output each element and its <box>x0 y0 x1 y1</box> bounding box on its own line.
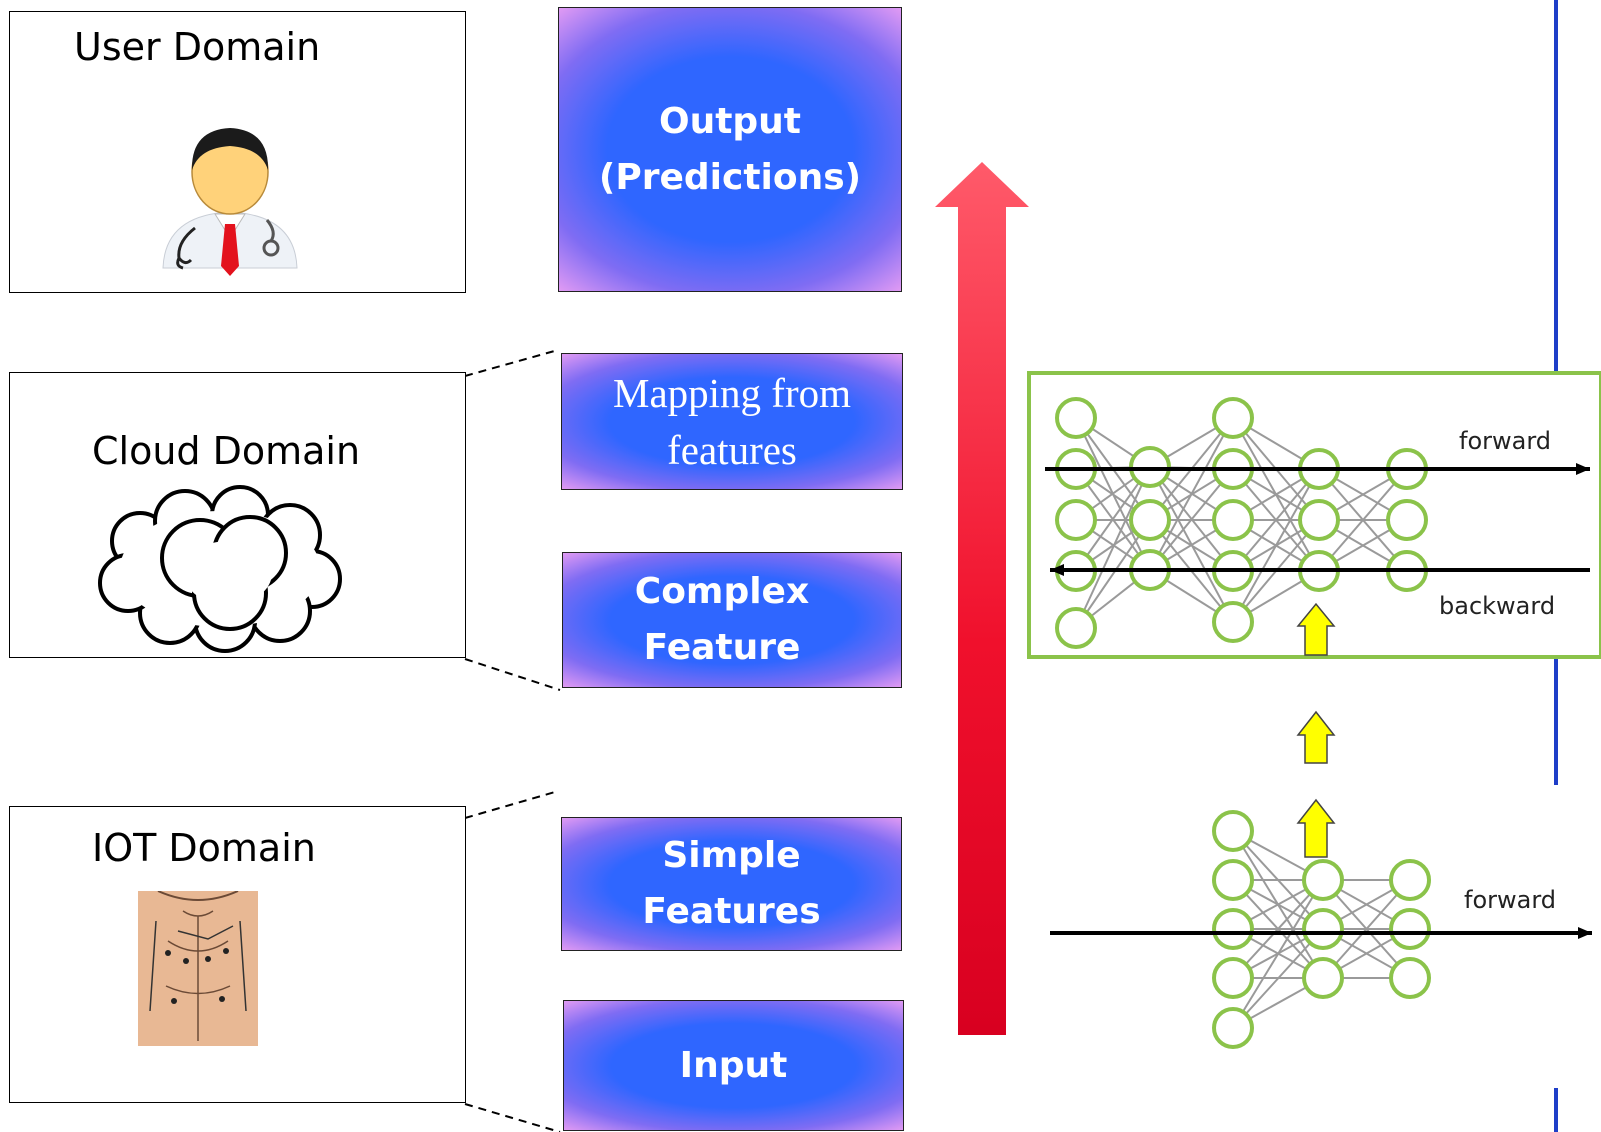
iot-domain-box: IOT Domain <box>9 806 466 1103</box>
complex-feature-stage-label: Complex Feature <box>634 571 810 668</box>
cloud-domain-title: Cloud Domain <box>92 429 361 473</box>
cloud-backward-label: backward <box>1439 592 1556 620</box>
network-node <box>1389 908 1431 950</box>
up-arrow-icon <box>1296 710 1336 764</box>
network-edge <box>1232 928 1324 1029</box>
arrowhead <box>1578 927 1592 939</box>
network-edge <box>1075 519 1151 629</box>
network-node <box>1212 957 1254 999</box>
network-node <box>1389 957 1431 999</box>
complex-feature-stage-box: Complex Feature <box>562 552 902 688</box>
simple-features-stage-label: Simple Features <box>642 835 821 932</box>
network-node <box>1055 397 1097 439</box>
network-edge <box>1149 417 1234 571</box>
output-stage-box: Output (Predictions) <box>558 7 902 292</box>
network-node <box>1386 499 1428 541</box>
up-arrow-icon <box>1296 602 1336 656</box>
doctor-icon <box>162 128 298 276</box>
network-node <box>1212 859 1254 901</box>
network-edge <box>1322 879 1411 979</box>
simple-features-stage-box: Simple Features <box>561 817 902 951</box>
network-node <box>1055 607 1097 649</box>
arrowhead <box>1050 564 1064 576</box>
network-node <box>1389 859 1431 901</box>
mapping-stage-label: Mapping from features <box>613 369 851 473</box>
input-stage-box: Input <box>563 1000 904 1131</box>
output-stage-label: Output (Predictions) <box>598 100 862 198</box>
network-edge <box>1149 468 1234 571</box>
network-node <box>1302 908 1344 950</box>
network-node <box>1129 499 1171 541</box>
network-node <box>1212 908 1254 950</box>
network-node <box>1055 499 1097 541</box>
network-node <box>1302 859 1344 901</box>
network-node <box>1212 499 1254 541</box>
dashed-connectors <box>464 349 561 1132</box>
network-node <box>1212 601 1254 643</box>
user-domain-title: User Domain <box>74 25 321 69</box>
network-node <box>1212 810 1254 852</box>
input-stage-label: Input <box>679 1044 788 1086</box>
network-edge <box>1075 466 1151 572</box>
network-node <box>1302 957 1344 999</box>
small-up-arrows <box>1296 602 1336 858</box>
network-node <box>1212 1007 1254 1049</box>
upward-flow-arrow <box>935 162 1029 1035</box>
neural-network-diagrams <box>1045 397 1592 1049</box>
network-node <box>1212 397 1254 439</box>
up-arrow-icon <box>1296 798 1336 858</box>
network-edge <box>1232 879 1324 1029</box>
cloud-domain-box: Cloud Domain <box>9 372 466 658</box>
network-edge <box>1232 468 1320 572</box>
arrowhead <box>1576 463 1590 475</box>
network-node <box>1298 499 1340 541</box>
body-sensors-icon <box>138 891 258 1046</box>
network-edge <box>1232 879 1324 979</box>
network-edge <box>1075 466 1151 629</box>
cloud-forward-label: forward <box>1459 427 1552 455</box>
cloud-icon <box>98 485 342 653</box>
network-edge <box>1232 468 1320 623</box>
network-edge <box>1318 468 1408 572</box>
iot-forward-label: forward <box>1464 886 1557 914</box>
user-domain-box: User Domain <box>9 11 466 293</box>
mapping-stage-box: Mapping from features <box>561 353 903 490</box>
iot-domain-title: IOT Domain <box>92 826 316 870</box>
